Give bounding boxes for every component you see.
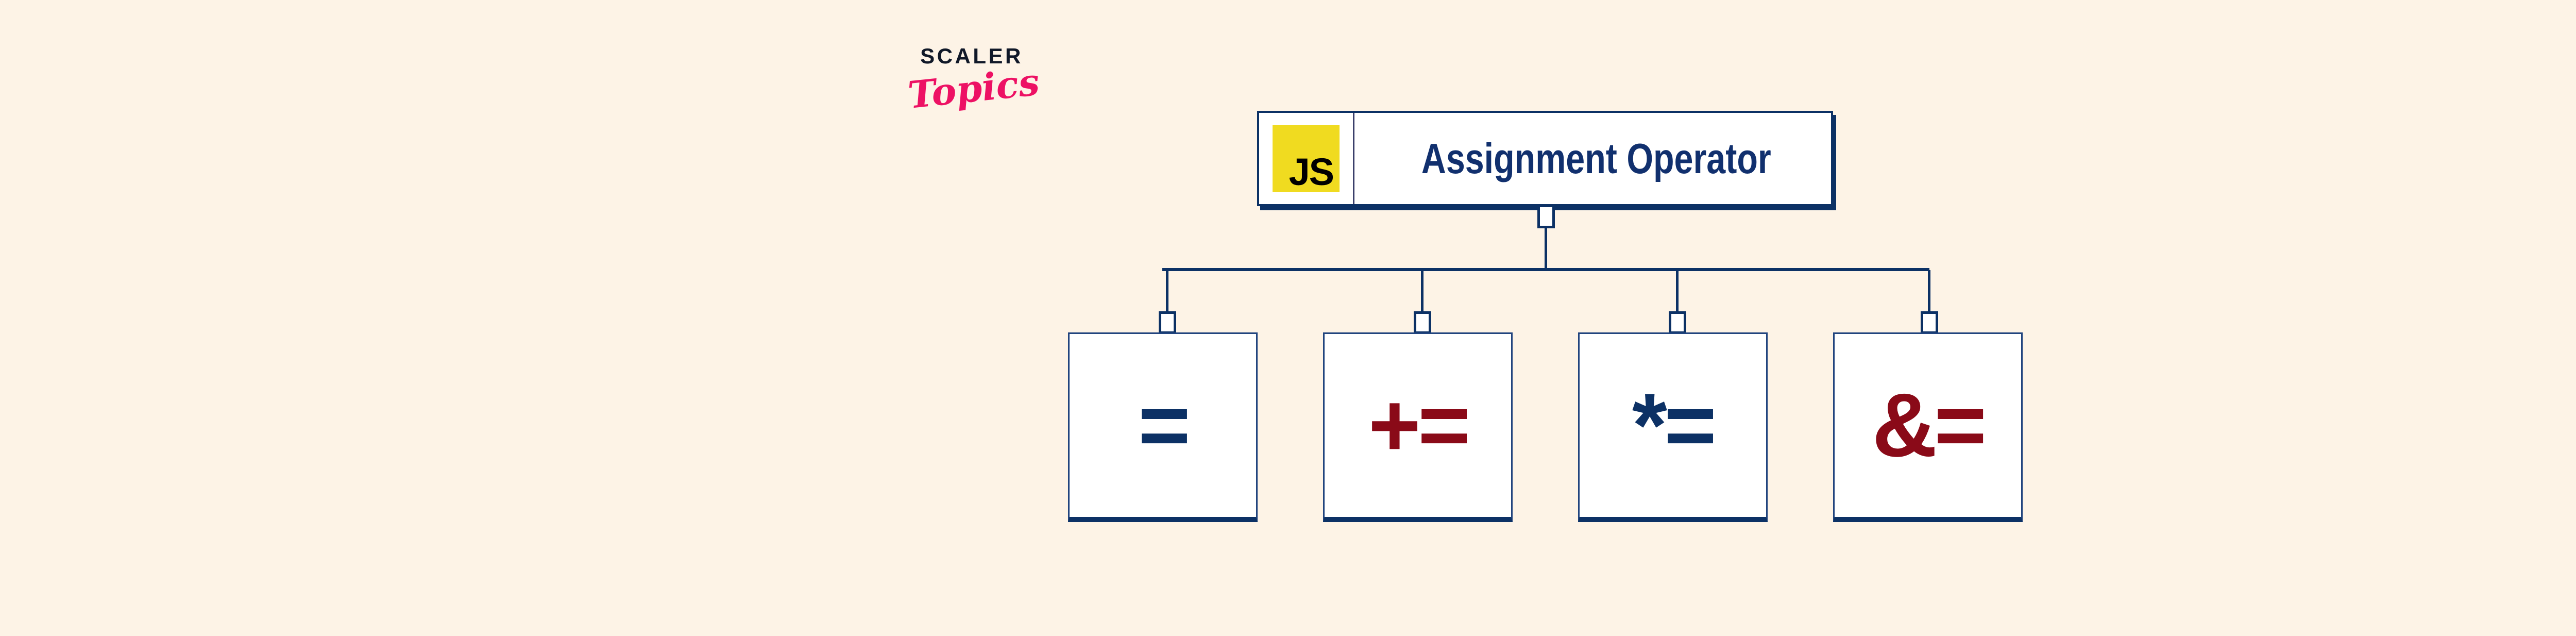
js-icon: JS xyxy=(1273,125,1340,192)
operator-box-2: += xyxy=(1323,332,1513,522)
js-logo-cell: JS xyxy=(1259,113,1354,204)
root-node-title-cell: Assignment Operator xyxy=(1354,113,1831,204)
operator-symbol-times-equals: *= xyxy=(1632,375,1717,476)
logo-wordmark-scaler: SCALER xyxy=(920,44,1023,68)
child-port-4 xyxy=(1921,311,1938,334)
connector-drop-4 xyxy=(1928,270,1930,312)
child-port-3 xyxy=(1669,311,1686,334)
operator-box-1: = xyxy=(1068,332,1258,522)
operator-symbol-and-equals: &= xyxy=(1872,375,1987,476)
root-connector-port xyxy=(1537,205,1555,228)
connector-drop-2 xyxy=(1421,270,1423,312)
logo-wordmark-topics: Topics xyxy=(906,59,1042,117)
operator-box-3: *= xyxy=(1578,332,1768,522)
js-icon-label: JS xyxy=(1289,150,1334,194)
page-title: Assignment Operator xyxy=(1421,135,1771,182)
connector-drop-3 xyxy=(1676,270,1679,312)
operator-symbol-equals: = xyxy=(1138,375,1191,476)
child-port-2 xyxy=(1414,311,1431,334)
connector-drop-1 xyxy=(1166,270,1168,312)
root-connector-stem xyxy=(1545,227,1547,271)
operator-symbol-plus-equals: += xyxy=(1368,375,1470,476)
root-node-assignment-operator: JS Assignment Operator xyxy=(1257,111,1833,206)
operator-box-4: &= xyxy=(1833,332,2023,522)
connector-bus-horizontal xyxy=(1162,268,1929,271)
child-port-1 xyxy=(1159,311,1176,334)
scaler-topics-logo: SCALER Topics xyxy=(889,45,1054,148)
